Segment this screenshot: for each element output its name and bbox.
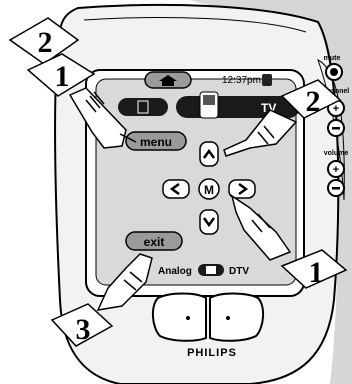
pointing-hand-menu-icon bbox=[68, 87, 137, 149]
left-tab[interactable] bbox=[118, 98, 168, 116]
brand-logo: PHILIPS bbox=[187, 347, 237, 359]
plus-icon: + bbox=[333, 103, 339, 115]
minus-icon bbox=[332, 127, 340, 130]
clock-time: 12:37pm bbox=[222, 75, 261, 86]
callout-left-mid: 1 bbox=[26, 53, 96, 97]
pointing-hand-up-icon bbox=[223, 109, 298, 157]
mute-label: mute bbox=[324, 55, 341, 62]
volume-label: volume bbox=[324, 150, 349, 157]
channel-label: channel bbox=[323, 88, 350, 95]
dtv-label: DTV bbox=[229, 266, 249, 277]
pointing-hand-exit-icon bbox=[96, 253, 153, 311]
background-swoosh bbox=[190, 0, 352, 384]
minus-icon bbox=[332, 187, 340, 190]
bottom-left-button[interactable] bbox=[152, 292, 207, 342]
exit-button-label: exit bbox=[144, 235, 165, 249]
down-button[interactable] bbox=[199, 209, 219, 235]
svg-text:1: 1 bbox=[309, 256, 324, 289]
svg-text:2: 2 bbox=[306, 85, 321, 118]
chevron-up-icon bbox=[202, 148, 216, 159]
callout-right-top: 2 bbox=[280, 79, 342, 119]
svg-text:1: 1 bbox=[55, 60, 70, 93]
analog-dtv-toggle[interactable] bbox=[198, 264, 224, 276]
callout-bottom-left: 3 bbox=[50, 303, 114, 347]
volume-up-button[interactable]: + bbox=[327, 160, 345, 178]
center-m-button[interactable]: M bbox=[198, 178, 220, 200]
center-m-label: M bbox=[204, 183, 214, 197]
svg-text:2: 2 bbox=[38, 26, 53, 59]
plus-icon: + bbox=[333, 164, 339, 176]
home-button[interactable] bbox=[144, 71, 192, 89]
right-button[interactable] bbox=[228, 179, 256, 199]
bottom-right-button[interactable] bbox=[209, 292, 264, 342]
chevron-down-icon bbox=[202, 217, 216, 228]
callout-left-top: 2 bbox=[8, 17, 80, 65]
status-icon bbox=[262, 74, 272, 86]
mute-button[interactable] bbox=[325, 63, 343, 81]
pointing-hand-right-icon bbox=[230, 194, 292, 261]
analog-label: Analog bbox=[158, 266, 192, 277]
up-button[interactable] bbox=[199, 141, 219, 167]
svg-text:3: 3 bbox=[76, 313, 91, 346]
menu-button-label: menu bbox=[140, 135, 172, 149]
menu-button[interactable]: menu bbox=[125, 131, 187, 151]
volume-down-button[interactable] bbox=[327, 179, 345, 197]
chevron-right-icon bbox=[238, 182, 249, 196]
chevron-left-icon bbox=[169, 182, 180, 196]
callout-right-bottom: 1 bbox=[280, 249, 348, 289]
channel-down-button[interactable] bbox=[327, 119, 345, 137]
left-button[interactable] bbox=[162, 179, 190, 199]
exit-button[interactable]: exit bbox=[125, 231, 183, 251]
